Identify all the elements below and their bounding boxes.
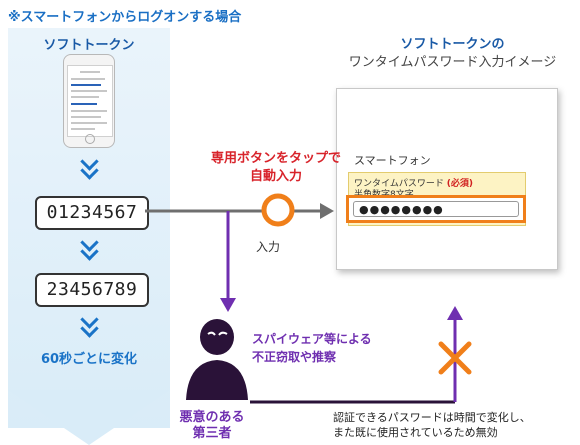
input-image-title-line2: ワンタイムパスワード入力イメージ <box>348 55 557 70</box>
input-image-title: ソフトトークンの ワンタイムパスワード入力イメージ <box>330 36 575 72</box>
required-marker: (必須) <box>446 179 473 189</box>
arrow-down-icon <box>220 298 236 312</box>
smartphone-icon <box>63 54 115 148</box>
token-code-2: 23456789 <box>35 273 149 307</box>
interval-label: 60秒ごとに変化 <box>40 352 138 367</box>
attacker-label-line2: 第三者 <box>192 426 232 441</box>
auto-input-circle-icon <box>261 193 295 227</box>
auto-input-label-line2: 自動入力 <box>249 169 302 184</box>
otp-field-label-text: ワンタイムパスワード <box>354 179 444 189</box>
input-label: 入力 <box>256 240 281 254</box>
auto-input-label-line1: 専用ボタンをタップで <box>210 151 341 166</box>
header-note: ※スマートフォンからログオンする場合 <box>8 10 242 25</box>
spyware-label-line2: 不正窃取や推察 <box>252 350 337 364</box>
invalid-note-line1: 認証できるパスワードは時間で変化し、 <box>333 411 531 424</box>
otp-field-label: ワンタイムパスワード (必須) <box>354 176 473 189</box>
blocked-x-icon <box>438 341 472 375</box>
column-arrow-tip <box>8 390 170 445</box>
otp-password-input[interactable]: ●●●●●●●● <box>353 201 519 217</box>
spyware-label-line1: スパイウェア等による <box>252 332 372 346</box>
input-image-title-line1: ソフトトークンの <box>400 37 505 52</box>
browser-label: スマートフォン <box>354 154 431 167</box>
token-code-1: 01234567 <box>35 196 149 230</box>
invalid-note-line2: また既に使用されているため無効 <box>333 426 498 439</box>
attacker-label-line1: 悪意のある <box>179 410 245 425</box>
attacker-icon <box>186 319 248 400</box>
auto-input-label: 専用ボタンをタップで 自動入力 <box>196 150 356 186</box>
invalid-note: 認証できるパスワードは時間で変化し、 また既に使用されているため無効 <box>333 410 531 440</box>
attacker-label: 悪意のある 第三者 <box>172 410 252 442</box>
soft-token-title: ソフトトークン <box>43 38 135 53</box>
arrow-up-icon <box>447 306 463 320</box>
spyware-label: スパイウェア等による 不正窃取や推察 <box>252 330 372 366</box>
arrow-right-icon <box>320 203 334 219</box>
